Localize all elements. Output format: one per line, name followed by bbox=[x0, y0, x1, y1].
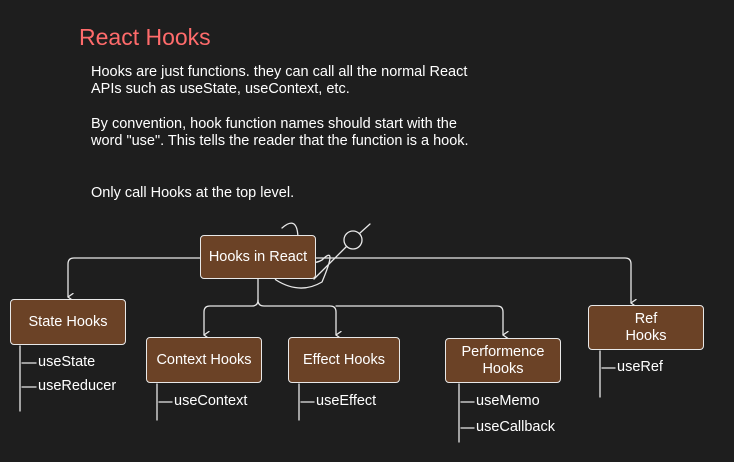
note-hooks-are-functions: Hooks are just functions. they can call … bbox=[91, 64, 468, 97]
leaf-usecallback: useCallback bbox=[476, 419, 555, 435]
connector-root-down bbox=[203, 278, 259, 335]
connector-root-to-ref bbox=[315, 257, 631, 303]
leaf-usestate: useState bbox=[38, 354, 96, 370]
leaf-usereducer: useReducer bbox=[38, 378, 117, 394]
node-effect-hooks: Effect Hooks bbox=[288, 337, 400, 383]
leaf-useref: useRef bbox=[617, 359, 663, 375]
note-naming-convention: By convention, hook function names shoul… bbox=[91, 116, 469, 149]
leaf-usememo: useMemo bbox=[476, 393, 540, 409]
root-node-hooks-in-react: Hooks in React bbox=[200, 235, 316, 279]
leaf-useeffect: useEffect bbox=[316, 393, 377, 409]
node-context-hooks: Context Hooks bbox=[146, 337, 262, 383]
leaf-usecontext: useContext bbox=[174, 393, 248, 409]
connector-root-to-state bbox=[67, 257, 201, 297]
node-ref-hooks: Ref Hooks bbox=[588, 305, 704, 350]
decoration-stroke-2 bbox=[313, 246, 347, 280]
decoration-stroke-1 bbox=[359, 223, 371, 234]
node-state-hooks: State Hooks bbox=[10, 299, 126, 345]
note-top-level: Only call Hooks at the top level. bbox=[91, 185, 295, 201]
node-performance-hooks: Performence Hooks bbox=[445, 338, 561, 383]
page-title: React Hooks bbox=[79, 24, 211, 50]
connector-bus-right bbox=[257, 299, 336, 335]
small-circle-decoration bbox=[343, 230, 363, 250]
connector-bus-far-right bbox=[335, 305, 503, 335]
